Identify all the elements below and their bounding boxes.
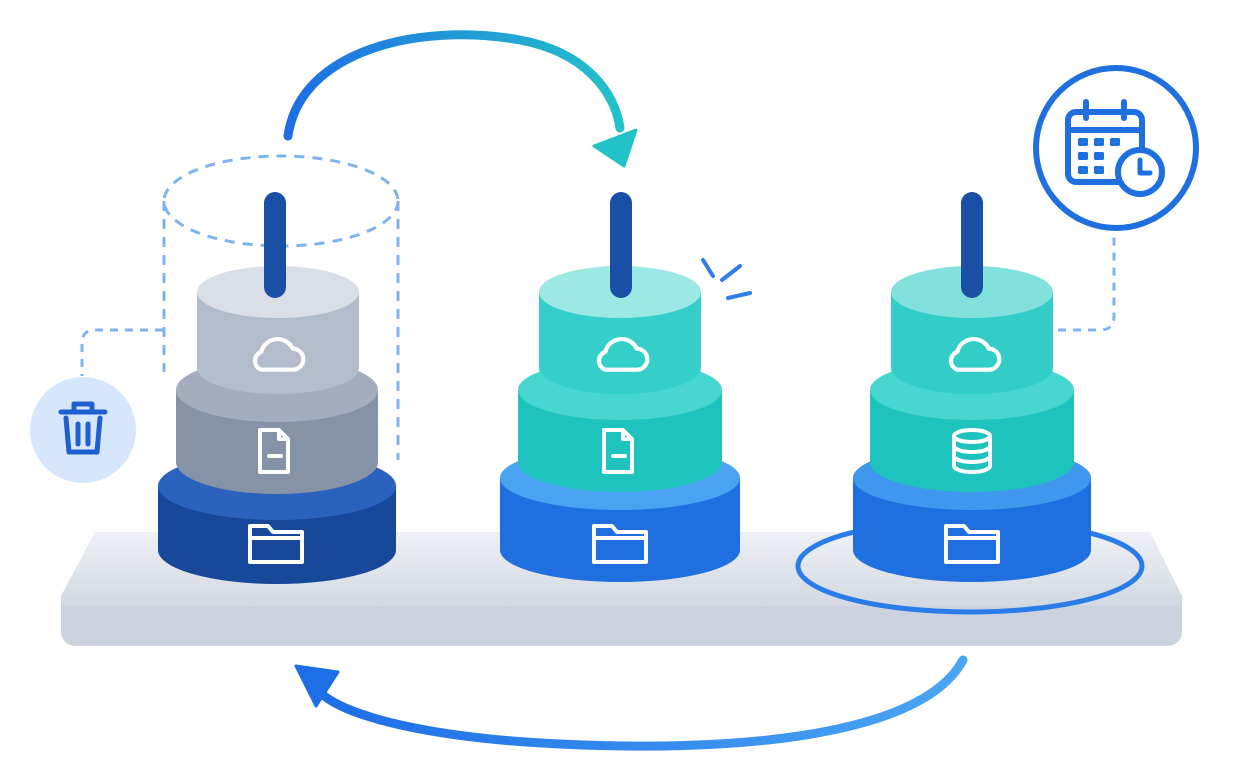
- calendar-clock-icon: [1033, 65, 1199, 231]
- stack-middle: [500, 192, 752, 582]
- right-peg: [961, 192, 983, 298]
- middle-peg: [610, 192, 632, 298]
- sparkle-marks: [701, 258, 752, 300]
- rotate-back-arrow: [294, 655, 968, 751]
- trash-connector: [80, 328, 163, 376]
- stack-left: [158, 154, 400, 584]
- calendar-connector: [1058, 232, 1116, 332]
- rotate-forward-arrow: [283, 30, 638, 168]
- trash-icon: [30, 377, 136, 483]
- stack-right: [795, 192, 1145, 615]
- left-peg: [264, 192, 286, 298]
